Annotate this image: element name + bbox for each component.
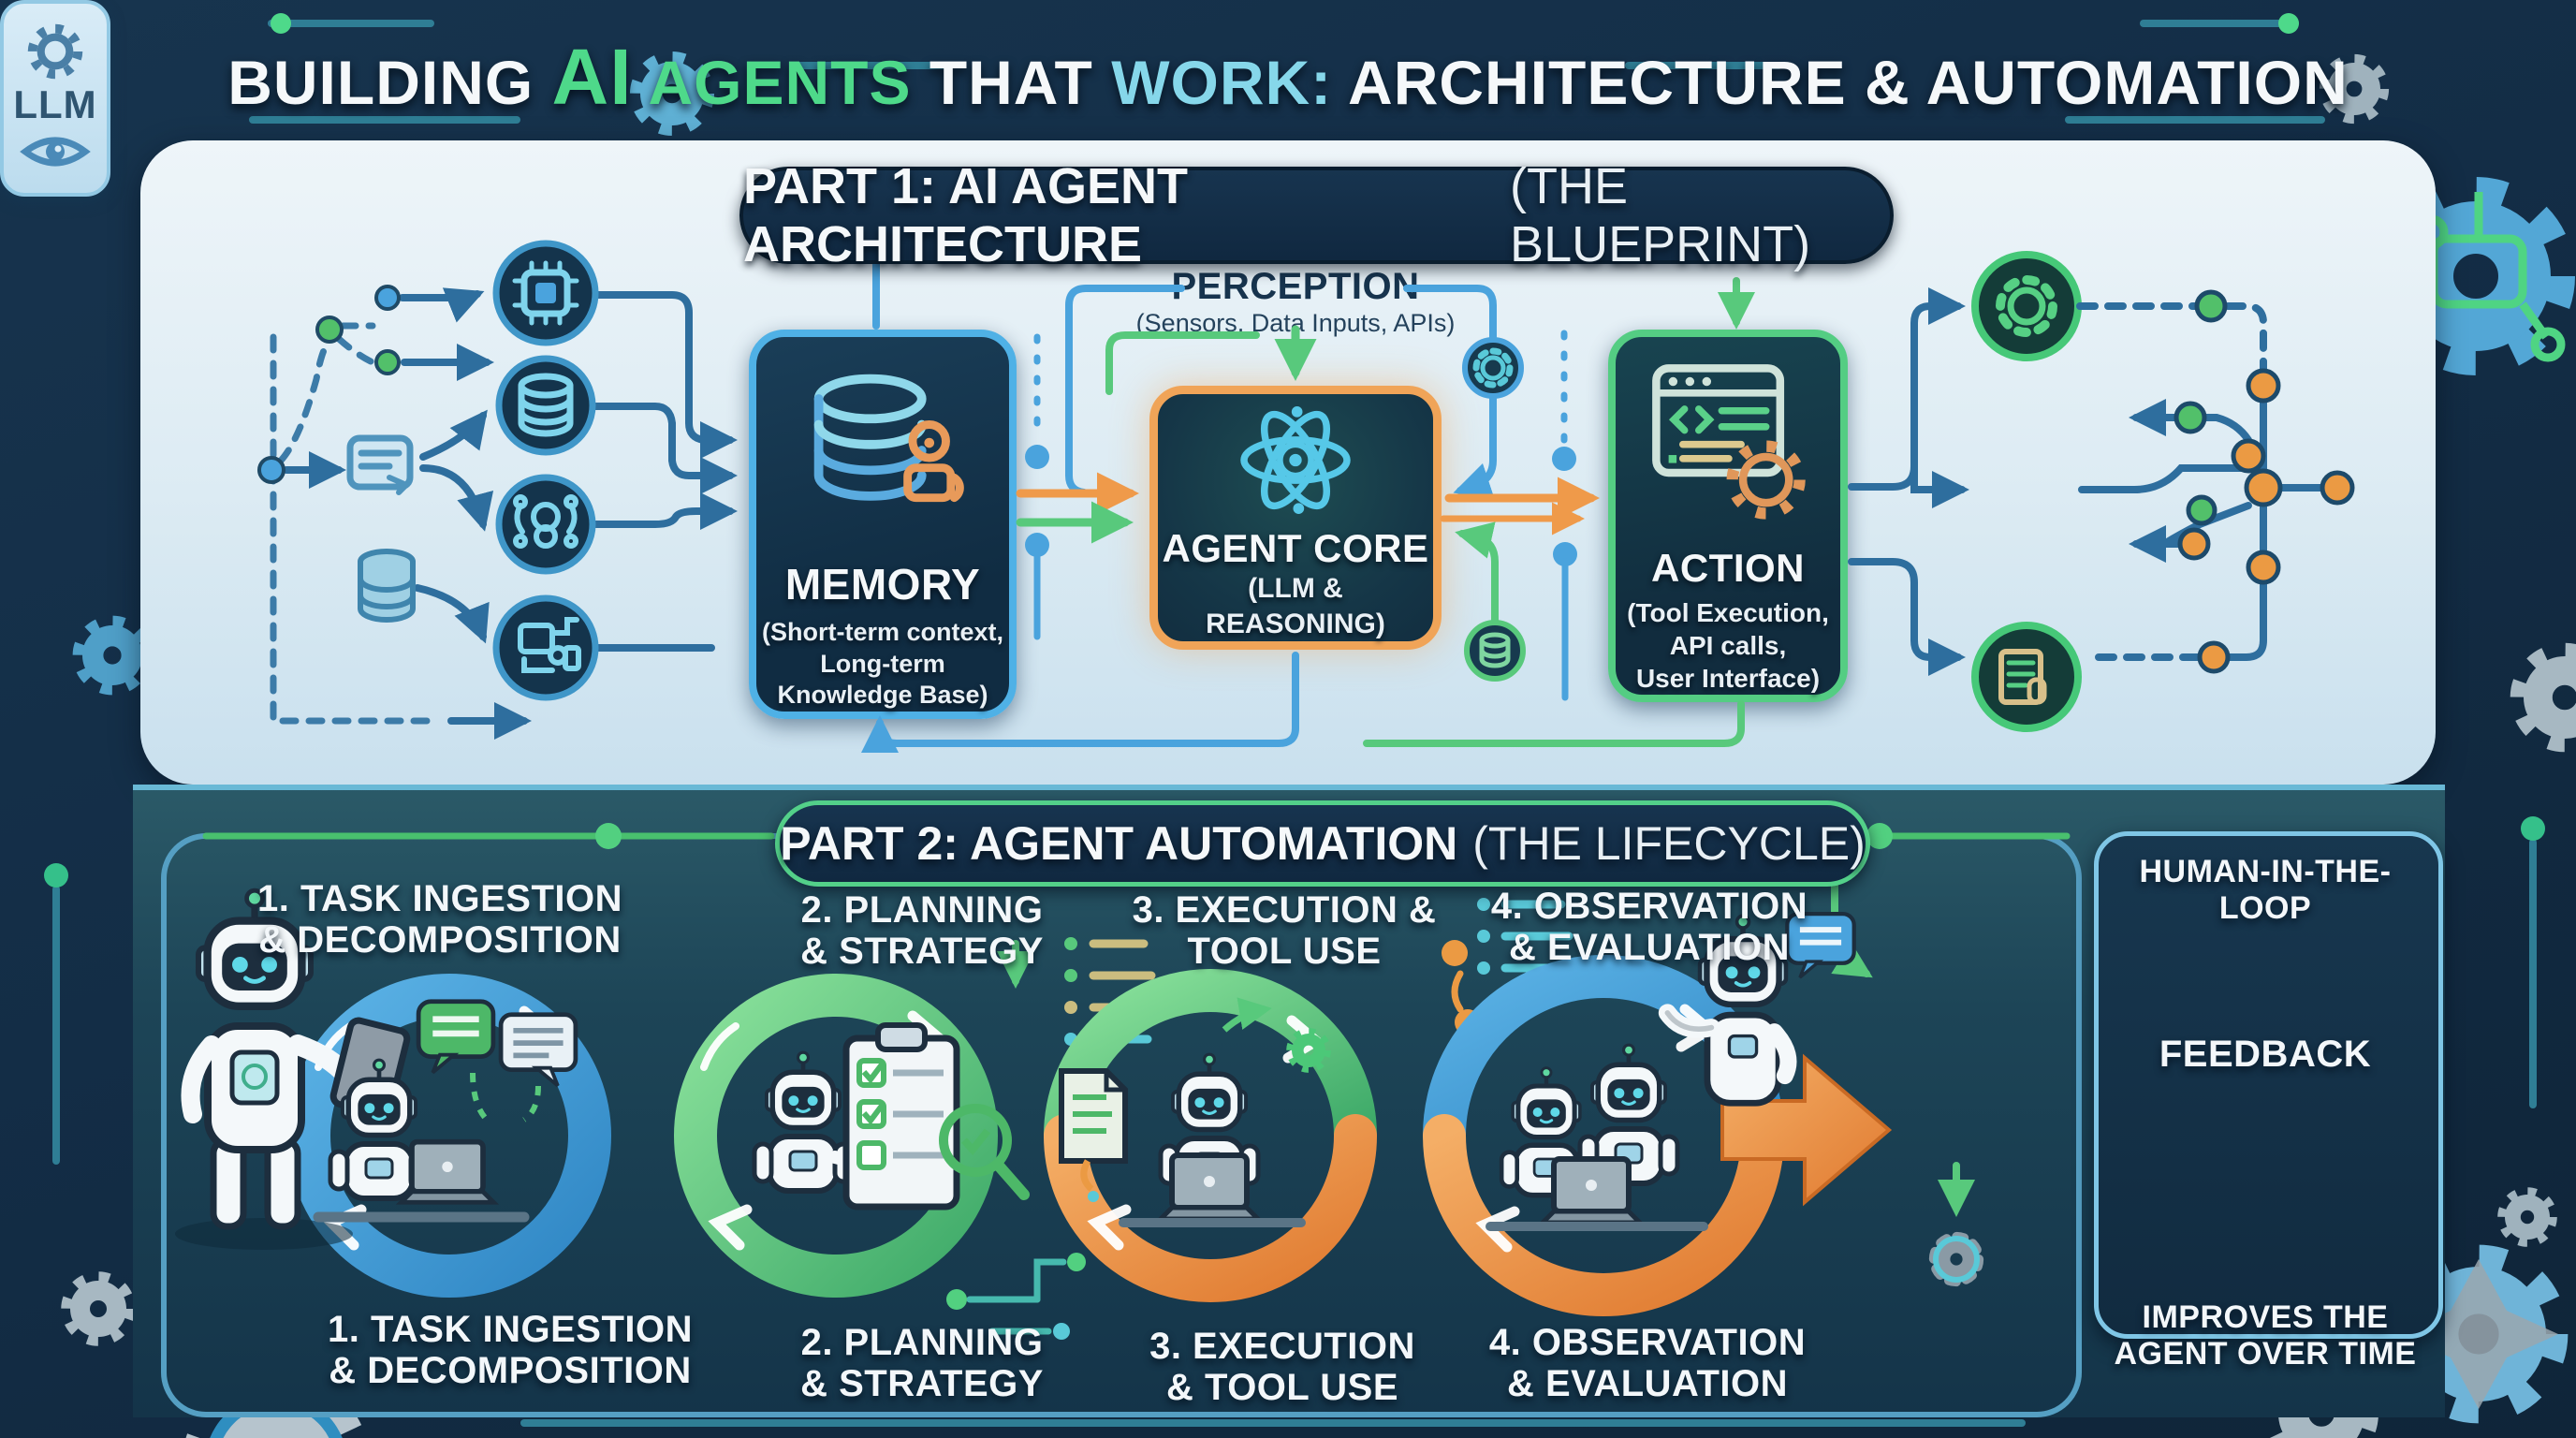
perception-title: PERCEPTION (1171, 266, 1420, 307)
agent-core-title: AGENT CORE (1162, 526, 1429, 570)
database-icon (813, 374, 964, 503)
speech-bubble-icon (418, 1002, 493, 1073)
cycle-arc-2 (674, 974, 998, 1298)
cycle-arc-3-bottom (1044, 1114, 1377, 1302)
memory-subtitle: (Short-term context, Long-term Knowledge… (761, 617, 1004, 710)
database-icon (358, 549, 416, 624)
chip-icon (492, 240, 599, 346)
step4-label-top: 4. OBSERVATION & EVALUATION (1490, 886, 1808, 968)
part2-header: PART 2: AGENT AUTOMATION (THE LIFECYCLE) (775, 800, 1870, 887)
llm-box: LLM (0, 0, 110, 197)
llm-label: LLM (13, 82, 97, 126)
step2-label-top: 2. PLANNING & STRATEGY (800, 889, 1044, 972)
part1-core-connectors (861, 253, 1969, 753)
memory-box: MEMORY (Short-term context, Long-term Kn… (749, 330, 1017, 719)
step4-label-bottom: 4. OBSERVATION & EVALUATION (1488, 1322, 1807, 1404)
hitl-feedback-label: FEEDBACK (2159, 1034, 2372, 1075)
agent-core-box: AGENT CORE (LLM & REASONING) (1149, 386, 1442, 650)
database-icon (1464, 620, 1526, 682)
step1-label-bottom: 1. TASK INGESTION & DECOMPOSITION (327, 1309, 694, 1391)
action-box: ACTION (Tool Execution, API calls, User … (1608, 330, 1848, 702)
gear-icon (1462, 337, 1524, 399)
title-that: THAT (929, 48, 1093, 117)
memory-title: MEMORY (784, 559, 981, 609)
step3-label-top: 3. EXECUTION & TOOL USE (1132, 889, 1437, 972)
circuit-lines (52, 20, 2537, 1427)
lock-icon (903, 420, 964, 503)
hitl-panel (2094, 831, 2443, 1339)
atom-icon (1240, 406, 1351, 514)
part2-header-sub: (THE LIFECYCLE) (1472, 817, 1866, 870)
title-building: BUILDING (227, 48, 534, 117)
action-title: ACTION (1651, 546, 1805, 590)
database-icon (495, 355, 596, 456)
title-ai: AI (551, 33, 633, 121)
code-window-icon (1652, 364, 1806, 520)
exit-arrow (1720, 1053, 1893, 1207)
cycle-arc-1 (287, 974, 611, 1298)
perception-label: PERCEPTION (Sensors, Data Inputs, APIs) (1061, 266, 1530, 340)
gear-icon (1971, 251, 2082, 361)
card-icon (346, 434, 414, 495)
cycle-arc-4-bottom (1423, 1114, 1784, 1316)
laptop-icon (402, 1142, 494, 1203)
part1-header-main: PART 1: AI AGENT ARCHITECTURE (743, 158, 1189, 272)
step2-label-bottom: 2. PLANNING & STRATEGY (800, 1322, 1044, 1404)
step1-label-top: 1. TASK INGESTION & DECOMPOSITION (256, 878, 623, 961)
hitl-outcome-label: IMPROVES THE AGENT OVER TIME (2114, 1299, 2417, 1372)
part1-header: PART 1: AI AGENT ARCHITECTURE (THE BLUEP… (739, 158, 1894, 272)
page-title: BUILDING AI AGENTS THAT WORK: ARCHITECTU… (0, 32, 2576, 123)
clipboard-icon (842, 1022, 960, 1211)
compass-icon (2399, 1259, 2558, 1409)
title-rest: ARCHITECTURE & AUTOMATION (1348, 48, 2349, 117)
part2-band (133, 785, 2445, 1417)
agent-core-subtitle: (LLM & REASONING) (1206, 573, 1385, 639)
perception-subtitle: (Sensors, Data Inputs, APIs) (1135, 309, 1456, 337)
document-icon (1971, 622, 2082, 732)
part1-input-flow (257, 240, 738, 740)
magnifier-icon (939, 1104, 1030, 1200)
gear-icon (27, 23, 83, 80)
title-work: WORK: (1111, 48, 1333, 117)
title-agents: AGENTS (648, 48, 912, 117)
lifecycle-scenes (175, 890, 1854, 1250)
circuit-icon (946, 1253, 1086, 1340)
brain-icon (495, 474, 596, 575)
part1-output-network (1971, 251, 2355, 732)
part1-header-sub: (THE BLUEPRINT) (1510, 158, 1811, 272)
step3-label-bottom: 3. EXECUTION & TOOL USE (1149, 1326, 1415, 1408)
part2-header-main: PART 2: AGENT AUTOMATION (780, 817, 1458, 870)
document-icon (1059, 1068, 1128, 1202)
robot-arm-icon (492, 594, 599, 701)
speech-bubble-icon (498, 1012, 578, 1088)
action-subtitle: (Tool Execution, API calls, User Interfa… (1627, 598, 1829, 693)
eye-icon (20, 137, 91, 167)
hitl-title: HUMAN-IN-THE-LOOP (2139, 854, 2392, 926)
laptop-icon (1543, 1159, 1640, 1223)
laptop-icon (1161, 1155, 1258, 1219)
